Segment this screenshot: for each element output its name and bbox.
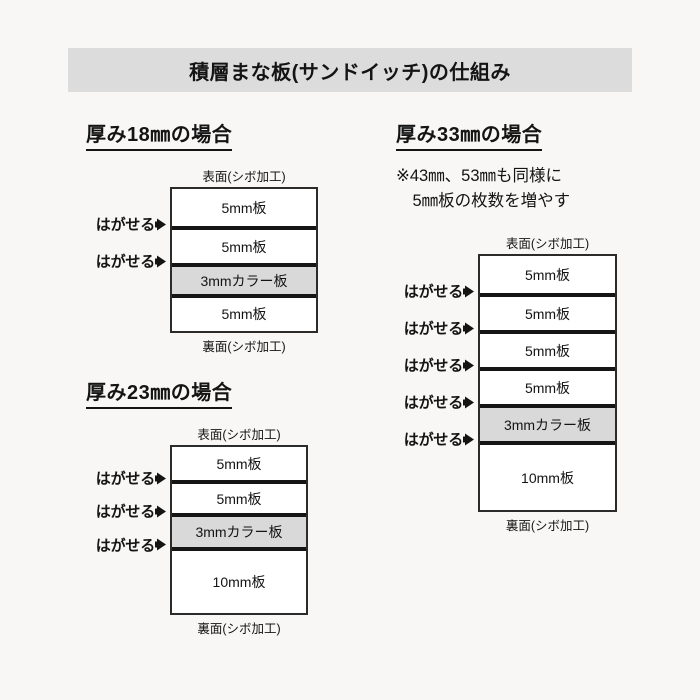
board-layer: 3mmカラー板	[172, 513, 306, 547]
arrow-right-icon	[155, 255, 166, 268]
peel-off-label: はがせる	[403, 357, 463, 375]
board-layer: 5mm板	[172, 226, 316, 264]
arrow-right-icon	[155, 538, 166, 551]
peel-off-label: はがせる	[95, 503, 155, 521]
peel-off-label: はがせる	[95, 216, 155, 234]
peel-off-label: はがせる	[403, 394, 463, 412]
board-layer: 10mm板	[172, 546, 306, 613]
section-heading-thickness-33: 厚み33㎜の場合	[396, 118, 543, 151]
board-layer: 5mm板	[172, 447, 306, 481]
peel-off-label: はがせる	[95, 537, 155, 555]
peel-off-marker: はがせる	[404, 392, 474, 413]
board-layer: 5mm板	[172, 293, 316, 331]
peel-off-marker: はがせる	[96, 501, 166, 522]
diagram-thickness-33: 表面(シボ加工) 5mm板 5mm板 5mm板 5mm板 3mmカラー板 10mm板 裏面…	[404, 233, 617, 534]
board-layer: 5mm板	[172, 189, 316, 227]
board-layer-label: 5mm板	[524, 379, 571, 396]
peel-off-label: はがせる	[95, 253, 155, 271]
bottom-face-label-18: 裏面(シボ加工)	[202, 340, 286, 354]
board-layer-label: 5mm板	[216, 455, 262, 472]
board-layer: 3mmカラー板	[480, 404, 615, 442]
board-layer-label: 5mm板	[221, 199, 267, 216]
board-layer-label: 5mm板	[524, 342, 571, 359]
arrow-right-icon	[463, 322, 474, 335]
page-title: 積層まな板(サンドイッチ)の仕組み	[189, 61, 511, 84]
note-thickness-33: ※43㎜、53㎜も同様に 5㎜板の枚数を増やす	[396, 167, 571, 210]
board-layer: 3mmカラー板	[172, 263, 316, 294]
peel-off-marker: はがせる	[96, 251, 166, 272]
board-stack-18: 5mm板 5mm板 3mmカラー板 5mm板	[170, 187, 318, 333]
peel-off-label: はがせる	[403, 320, 463, 338]
board-layer-label: 5mm板	[524, 305, 571, 322]
peel-off-marker: はがせる	[404, 318, 474, 339]
top-face-label-33: 表面(シボ加工)	[505, 237, 590, 251]
arrow-right-icon	[463, 396, 474, 409]
arrow-right-icon	[155, 218, 166, 231]
arrow-right-icon	[463, 285, 474, 298]
peel-off-marker: はがせる	[404, 355, 474, 376]
diagram-thickness-23: 表面(シボ加工) 5mm板 5mm板 3mmカラー板 10mm板 裏面(シボ加工) は…	[96, 424, 308, 637]
peel-off-marker: はがせる	[96, 468, 166, 489]
board-stack-33: 5mm板 5mm板 5mm板 5mm板 3mmカラー板 10mm板	[478, 254, 617, 512]
arrow-right-icon	[155, 472, 166, 485]
diagram-thickness-18: 表面(シボ加工) 5mm板 5mm板 3mmカラー板 5mm板 裏面(シボ加工) はが…	[96, 166, 318, 355]
arrow-right-icon	[155, 505, 166, 518]
board-layer: 10mm板	[480, 441, 615, 510]
board-layer: 5mm板	[480, 256, 615, 294]
board-layer-label: 3mmカラー板	[195, 523, 283, 540]
board-layer: 5mm板	[172, 480, 306, 514]
board-layer-label: 5mm板	[221, 306, 267, 323]
board-layer-label: 10mm板	[521, 469, 574, 486]
board-layer-label: 5mm板	[216, 490, 262, 507]
board-stack-23: 5mm板 5mm板 3mmカラー板 10mm板	[170, 445, 308, 615]
top-face-label-23: 表面(シボ加工)	[197, 428, 281, 442]
peel-off-label: はがせる	[403, 431, 463, 449]
board-layer-label: 3mmカラー板	[200, 272, 288, 289]
section-heading-thickness-23: 厚み23㎜の場合	[86, 376, 233, 409]
board-layer-label: 5mm板	[221, 238, 267, 255]
peel-off-marker: はがせる	[96, 534, 166, 555]
page-title-banner: 積層まな板(サンドイッチ)の仕組み	[68, 48, 632, 92]
peel-off-label: はがせる	[403, 283, 463, 301]
board-layer: 5mm板	[480, 367, 615, 405]
bottom-face-label-33: 裏面(シボ加工)	[505, 519, 590, 533]
top-face-label-18: 表面(シボ加工)	[202, 170, 286, 184]
board-layer-label: 5mm板	[524, 266, 571, 283]
bottom-face-label-23: 裏面(シボ加工)	[197, 622, 281, 636]
board-layer: 5mm板	[480, 293, 615, 331]
section-heading-thickness-18: 厚み18㎜の場合	[86, 118, 233, 151]
board-layer-label: 10mm板	[212, 573, 266, 590]
peel-off-marker: はがせる	[404, 429, 474, 450]
arrow-right-icon	[463, 433, 474, 446]
peel-off-marker: はがせる	[96, 214, 166, 235]
arrow-right-icon	[463, 359, 474, 372]
peel-off-marker: はがせる	[404, 281, 474, 302]
board-layer: 5mm板	[480, 330, 615, 368]
board-layer-label: 3mmカラー板	[503, 416, 592, 433]
peel-off-label: はがせる	[95, 470, 155, 488]
